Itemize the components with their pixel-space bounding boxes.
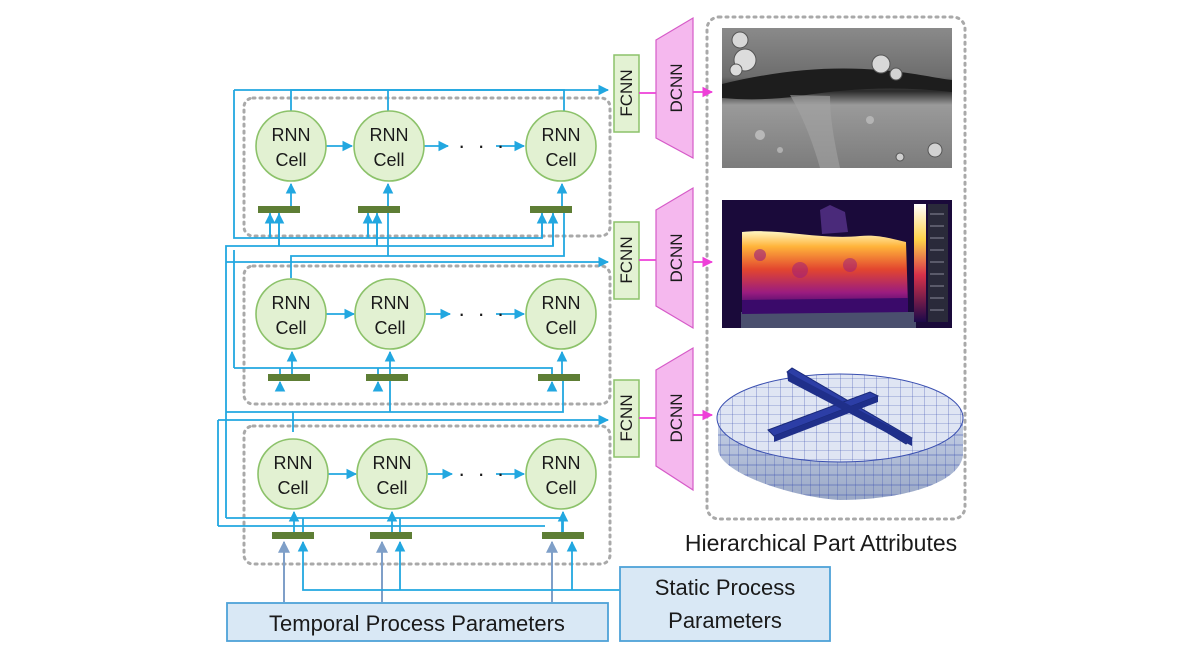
concat-bar bbox=[370, 532, 412, 539]
rnn-cell-label-1: RNN bbox=[370, 125, 409, 145]
rnn-cell-label-2: Cell bbox=[545, 478, 576, 498]
fcnn-label: FCNN bbox=[617, 69, 636, 116]
fcnn-dcnn-connectors bbox=[639, 92, 656, 419]
rnn-cell-label-1: RNN bbox=[373, 453, 412, 473]
rnn-cell-label-2: Cell bbox=[275, 318, 306, 338]
output-arrows bbox=[693, 86, 714, 421]
rnn-cell: RNN Cell bbox=[257, 438, 329, 510]
ellipses: · · · · · · · · · bbox=[458, 133, 507, 486]
rnn-cell: RNN Cell bbox=[525, 438, 597, 510]
ellipsis: · · · bbox=[458, 133, 507, 158]
temporal-params-box: Temporal Process Parameters bbox=[226, 602, 609, 642]
rnn-cell: RNN Cell bbox=[356, 438, 428, 510]
concat-bar bbox=[366, 374, 408, 381]
static-params-label-line1: Static Process bbox=[655, 575, 796, 600]
fcnn-block: FCNN bbox=[613, 379, 640, 458]
rnn-cell-label-1: RNN bbox=[371, 293, 410, 313]
layer-frames bbox=[242, 15, 967, 566]
concat-bar bbox=[538, 374, 580, 381]
rnn-cell: RNN Cell bbox=[255, 278, 327, 350]
dcnn-block: DCNN bbox=[655, 346, 694, 492]
rnn-cell-label-1: RNN bbox=[274, 453, 313, 473]
rnn-cell-label-2: Cell bbox=[545, 318, 576, 338]
rnn-cell-label-1: RNN bbox=[272, 293, 311, 313]
dcnn-blocks: DCNN DCNN DCNN bbox=[655, 16, 694, 492]
parameter-arrows bbox=[278, 540, 620, 602]
concat-bar bbox=[530, 206, 572, 213]
rnn-cell: RNN Cell bbox=[525, 278, 597, 350]
concat-bar bbox=[268, 374, 310, 381]
layer-frame-top bbox=[242, 96, 612, 238]
fcnn-label: FCNN bbox=[617, 236, 636, 283]
fcnn-label: FCNN bbox=[617, 394, 636, 441]
thermal-image bbox=[722, 200, 952, 328]
rnn-cell: RNN Cell bbox=[353, 110, 425, 182]
rnn-cell-label-1: RNN bbox=[542, 125, 581, 145]
static-params-box: Static Process Parameters bbox=[619, 566, 831, 642]
rnn-cell-label-2: Cell bbox=[545, 150, 576, 170]
microscopy-image bbox=[722, 28, 952, 168]
rnn-cell-label-2: Cell bbox=[374, 318, 405, 338]
fcnn-block: FCNN bbox=[613, 221, 640, 300]
rnn-cell: RNN Cell bbox=[525, 110, 597, 182]
layer-frame-middle bbox=[242, 264, 612, 406]
rnn-cell-label-1: RNN bbox=[272, 125, 311, 145]
rnn-cells: RNN Cell RNN Cell RNN Cell RNN Cell RNN … bbox=[255, 110, 597, 510]
fcnn-block: FCNN bbox=[613, 54, 640, 133]
rnn-cell-label-1: RNN bbox=[542, 453, 581, 473]
rnn-cell-label-2: Cell bbox=[275, 150, 306, 170]
rnn-cell-label-1: RNN bbox=[542, 293, 581, 313]
rnn-cell-label-2: Cell bbox=[376, 478, 407, 498]
dcnn-block: DCNN bbox=[655, 186, 694, 330]
concat-bar bbox=[258, 206, 300, 213]
concat-bar bbox=[358, 206, 400, 213]
rnn-cell-label-2: Cell bbox=[277, 478, 308, 498]
rnn-cell: RNN Cell bbox=[354, 278, 426, 350]
static-params-label-line2: Parameters bbox=[668, 608, 782, 633]
layer-frame-bottom bbox=[242, 424, 612, 566]
output-frame bbox=[705, 15, 967, 521]
fcnn-blocks: FCNN FCNN FCNN bbox=[613, 54, 640, 458]
concat-to-cell-arrows bbox=[264, 182, 569, 532]
mesh-model-image bbox=[716, 367, 964, 500]
ellipsis: · · · bbox=[458, 301, 507, 326]
dcnn-label: DCNN bbox=[667, 233, 686, 282]
dcnn-label: DCNN bbox=[667, 63, 686, 112]
rnn-cell: RNN Cell bbox=[255, 110, 327, 182]
output-caption: Hierarchical Part Attributes bbox=[685, 530, 957, 556]
concat-bar bbox=[272, 532, 314, 539]
ellipsis: · · · bbox=[458, 461, 507, 486]
concat-bars bbox=[258, 206, 584, 539]
recurrence-arrows bbox=[326, 140, 526, 480]
temporal-params-label: Temporal Process Parameters bbox=[269, 611, 565, 636]
dcnn-block: DCNN bbox=[655, 16, 694, 160]
dcnn-label: DCNN bbox=[667, 393, 686, 442]
rnn-cell-label-2: Cell bbox=[373, 150, 404, 170]
concat-bar bbox=[542, 532, 584, 539]
